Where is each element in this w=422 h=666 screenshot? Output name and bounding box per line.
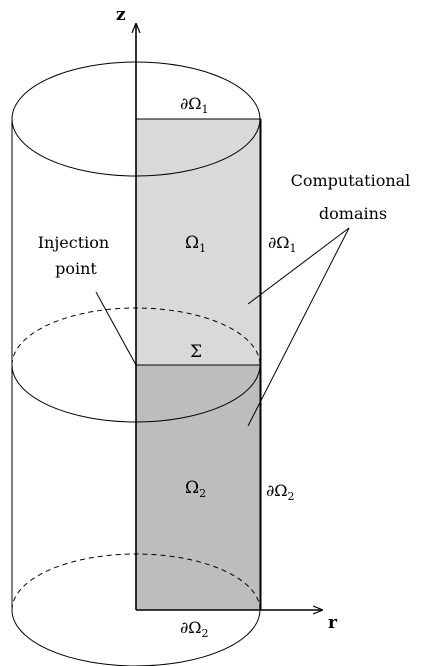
- omega1-label: Ω1: [185, 233, 206, 255]
- domain-omega2-region: [136, 365, 261, 610]
- z-axis-label: z: [116, 5, 126, 25]
- r-axis-label: r: [328, 613, 338, 633]
- bottom-ellipse-front: [11, 609, 261, 666]
- omega2-symbol: Ω: [185, 478, 199, 498]
- computational-pointer-omega1: [247, 227, 350, 305]
- omega1-subscript: 1: [199, 242, 206, 255]
- interface-sigma-label: Σ: [190, 342, 202, 362]
- boundary-top-omega1-subscript: 1: [202, 103, 209, 116]
- computational-domains-label: Computational domains: [291, 171, 416, 223]
- boundary-bottom-omega2-subscript: 2: [202, 627, 209, 640]
- omega2-label: Ω2: [185, 478, 206, 500]
- injection-line-1: Injection: [38, 233, 110, 252]
- boundary-side-omega2-subscript: 2: [288, 490, 295, 503]
- boundary-bottom-omega2-label: ∂Ω2: [180, 618, 209, 640]
- computational-pointer-omega2: [247, 227, 350, 427]
- boundary-top-omega1-prefix: ∂Ω: [180, 94, 202, 113]
- omega1-symbol: Ω: [185, 233, 199, 253]
- boundary-side-omega1-subscript: 1: [290, 242, 297, 255]
- boundary-side-omega2-prefix: ∂Ω: [266, 481, 288, 500]
- injection-pointer-line: [95, 291, 137, 366]
- computational-line-1: Computational: [291, 171, 411, 190]
- injection-line-2: point: [55, 259, 97, 278]
- computational-line-2: domains: [319, 204, 387, 223]
- domain-omega1-region: [136, 119, 261, 365]
- boundary-side-omega1-label: ∂Ω1: [268, 233, 297, 255]
- boundary-side-omega2-label: ∂Ω2: [266, 481, 295, 503]
- boundary-top-omega1-label: ∂Ω1: [180, 94, 209, 116]
- boundary-bottom-omega2-prefix: ∂Ω: [180, 618, 202, 637]
- omega2-subscript: 2: [199, 487, 206, 500]
- boundary-side-omega1-prefix: ∂Ω: [268, 233, 290, 252]
- injection-point-label: Injection point: [38, 233, 115, 278]
